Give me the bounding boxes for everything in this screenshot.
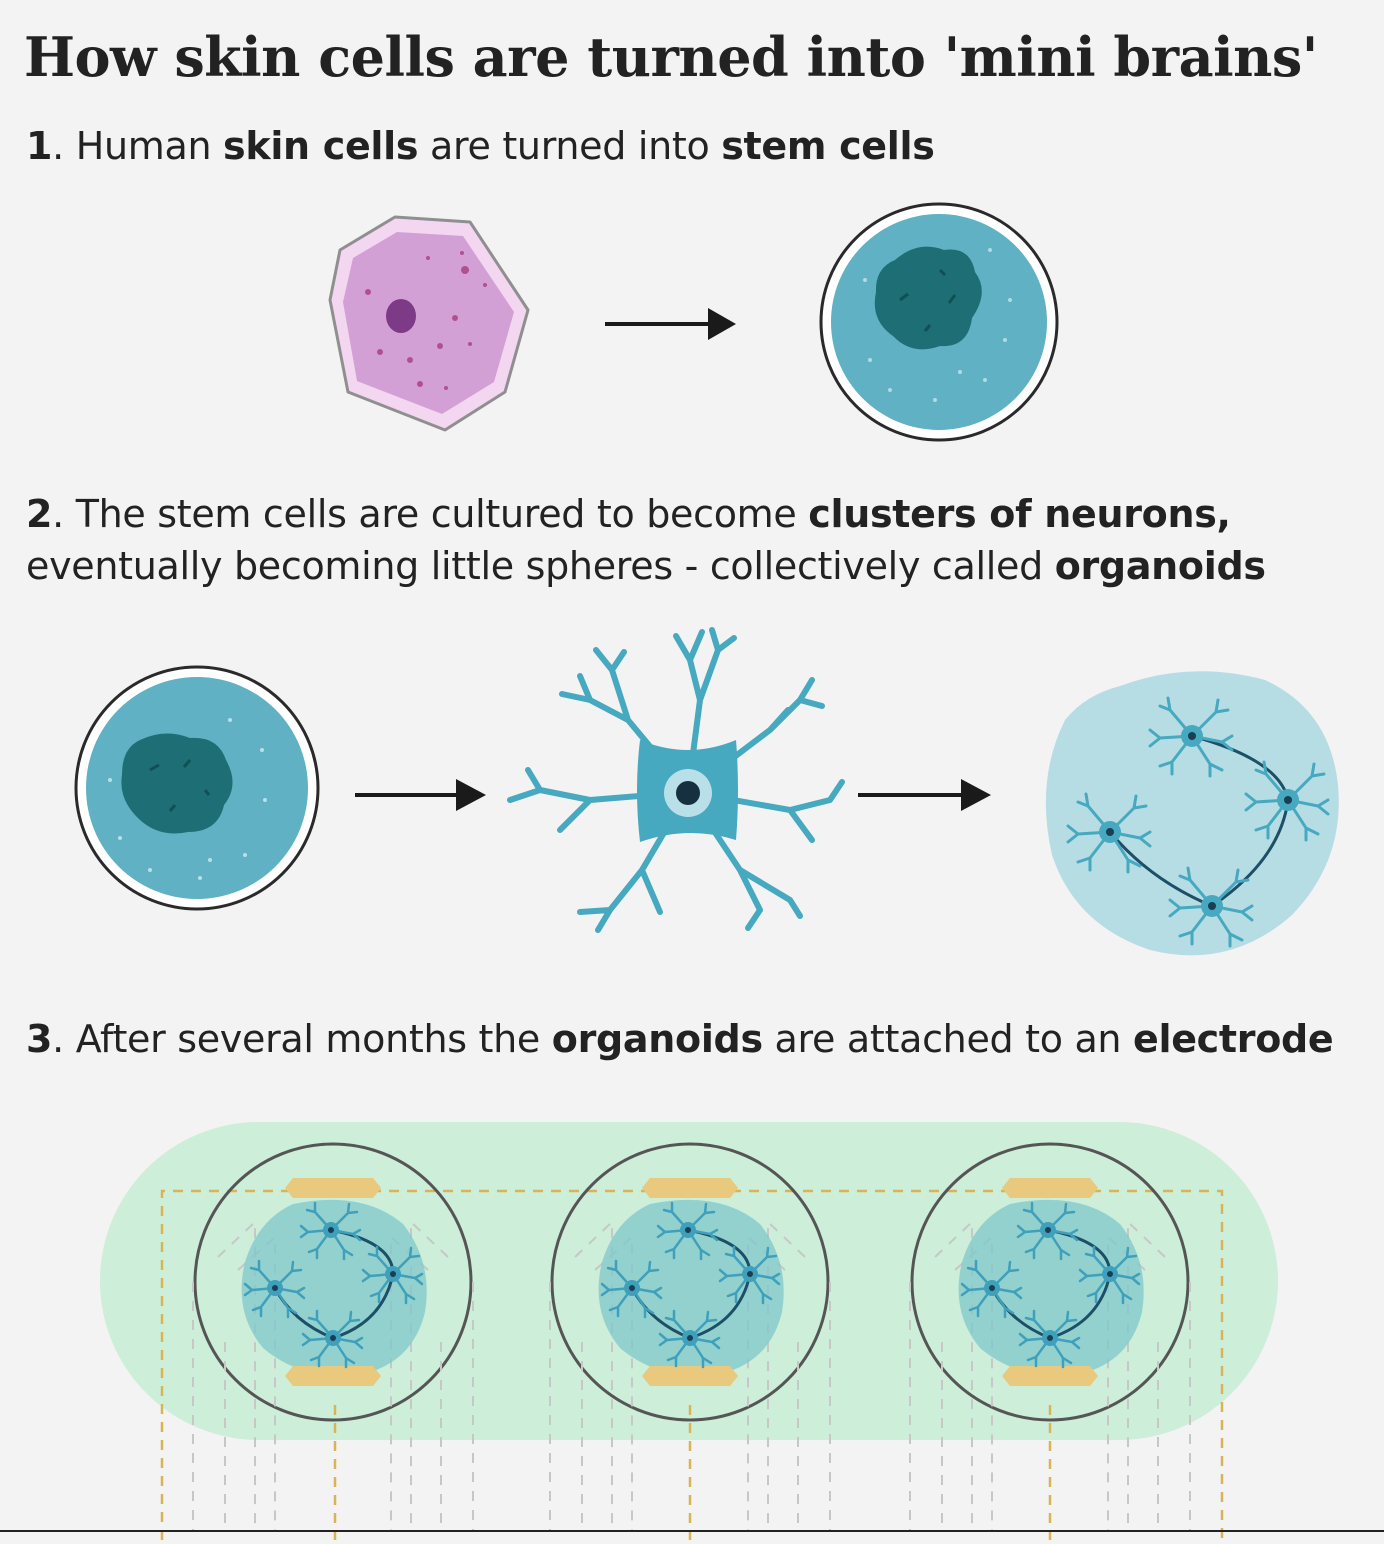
arrow-right-icon (355, 779, 486, 811)
step-emphasis: clusters of neurons, (808, 492, 1231, 536)
skin-cell-icon (328, 215, 530, 432)
step-text-run: are turned into (418, 124, 722, 168)
neuron-icon (507, 627, 845, 933)
step-2-illustration (74, 627, 1339, 956)
arrow-right-icon (858, 779, 991, 811)
step-emphasis: organoids (1054, 544, 1266, 588)
step-emphasis: stem cells (721, 124, 935, 168)
step-text-run: . The stem cells are cultured to become (52, 492, 809, 536)
page-title: How skin cells are turned into 'mini bra… (24, 25, 1318, 89)
arrow-right-icon (605, 308, 736, 340)
step-emphasis: skin cells (223, 124, 419, 168)
step-text-run: . After several months the (52, 1017, 552, 1061)
step-text-run: eventually becoming little spheres - col… (26, 544, 1055, 588)
step-text-run: are attached to an (762, 1017, 1133, 1061)
step-emphasis: organoids (551, 1017, 763, 1061)
step-3-text: 3. After several months the organoids ar… (26, 1013, 1334, 1065)
step-1-illustration (328, 202, 1059, 442)
step-3-illustration (100, 1122, 1278, 1540)
step-number: 3 (26, 1017, 53, 1061)
step-2-text: 2. The stem cells are cultured to become… (26, 488, 1266, 592)
stem-cell-icon (74, 665, 320, 911)
step-emphasis: electrode (1133, 1017, 1334, 1061)
step-text-run: . Human (52, 124, 224, 168)
step-number: 2 (26, 492, 53, 536)
electrode-icon (100, 1122, 1278, 1540)
baseline-rule (0, 1530, 1384, 1532)
step-number: 1 (26, 124, 53, 168)
stem-cell-icon (819, 202, 1059, 442)
step-1-text: 1. Human skin cells are turned into stem… (26, 120, 935, 172)
organoid-icon (1045, 671, 1339, 956)
